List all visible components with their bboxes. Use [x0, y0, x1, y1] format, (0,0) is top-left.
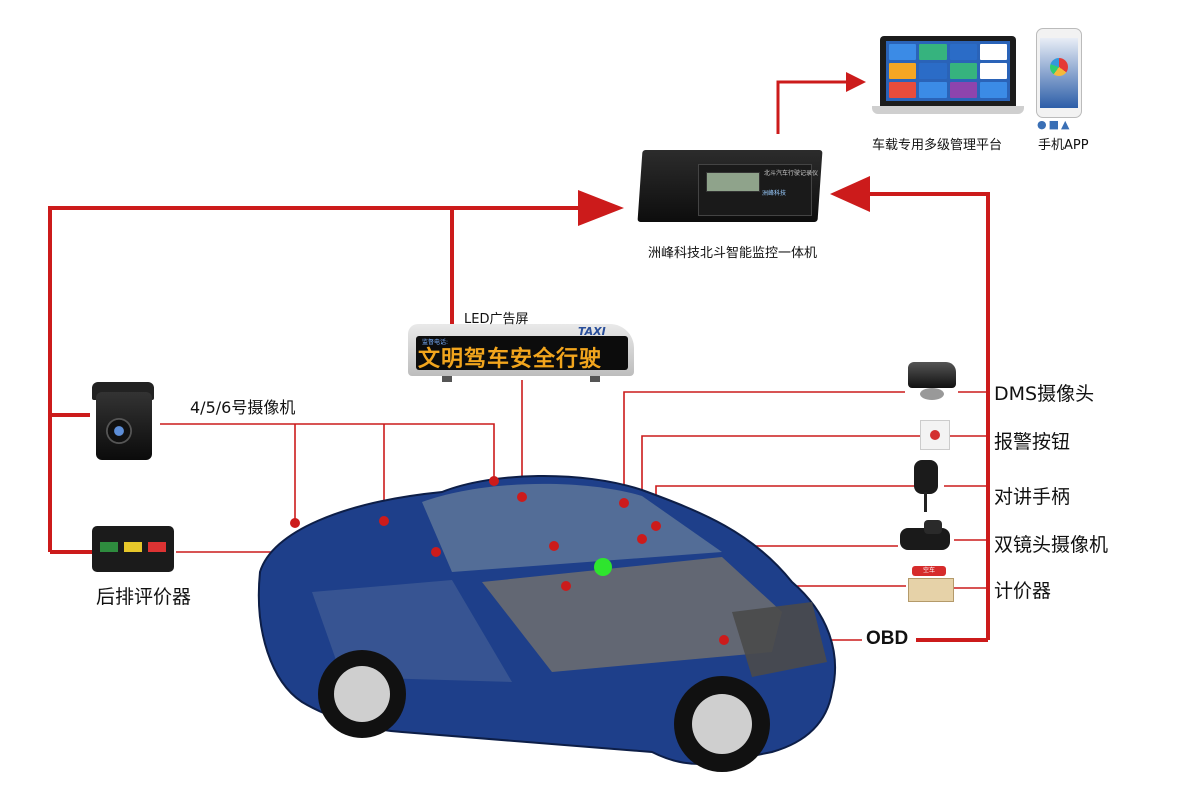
status-dot [594, 558, 612, 576]
led-small-text: 监督电话: [422, 339, 449, 346]
label-platform: 车载专用多级管理平台 [872, 138, 1003, 153]
meter-top-sign: 空车 [912, 566, 946, 576]
rear-evaluator-device [92, 526, 174, 572]
unit-title: 北斗汽车行驶记录仪 [764, 170, 819, 177]
led-display-text: 文明驾车安全行驶 [418, 347, 603, 372]
intercom-handset [914, 460, 944, 512]
taxi-car-illustration [257, 474, 836, 772]
unit-logo: 洲峰科技 [762, 190, 787, 197]
label-rear-cams: 4/5/6号摄像机 [190, 398, 296, 417]
evaluator-button-red [148, 542, 166, 552]
taxi-label: TAXI [578, 325, 606, 338]
camera-lens-icon [106, 418, 132, 444]
phone-app [1036, 28, 1082, 118]
main-monitor-unit: 北斗汽车行驶记录仪 洲峰科技 [637, 150, 823, 230]
laptop-platform [872, 36, 1024, 116]
wire-platform [776, 80, 850, 134]
label-alarm: 报警按钮 [994, 431, 1071, 453]
wire-right-trunk [848, 192, 990, 640]
label-led: LED广告屏 [464, 312, 529, 327]
alarm-button-device [920, 420, 950, 450]
platform-dashboard [886, 41, 1010, 101]
label-meter: 计价器 [994, 580, 1052, 602]
arrow-to-unit-left [578, 190, 624, 226]
evaluator-button-green [100, 542, 118, 552]
unit-lcd-screen [706, 172, 760, 192]
dual-lens-camera [900, 520, 952, 554]
arrow-to-unit-right [830, 176, 870, 212]
taxi-meter: 空车 [908, 566, 954, 602]
label-dual-cam: 双镜头摄像机 [994, 534, 1109, 556]
label-app: 手机APP [1038, 138, 1089, 153]
wire-left-trunk [48, 206, 600, 552]
arrow-to-platform [846, 72, 866, 92]
rear-camera [92, 382, 154, 462]
label-obd: OBD [866, 628, 909, 649]
evaluator-button-yellow [124, 542, 142, 552]
dms-camera [906, 362, 958, 402]
led-sign: 监督电话: 文明驾车安全行驶 TAXI [408, 324, 634, 382]
label-handset: 对讲手柄 [994, 486, 1071, 508]
label-evaluator: 后排评价器 [96, 586, 192, 608]
app-platform-icons: ●■▲ [1037, 118, 1072, 131]
label-main-unit: 洲峰科技北斗智能监控一体机 [648, 246, 818, 261]
label-dms: DMS摄像头 [994, 383, 1095, 405]
pie-chart-icon [1050, 58, 1068, 76]
